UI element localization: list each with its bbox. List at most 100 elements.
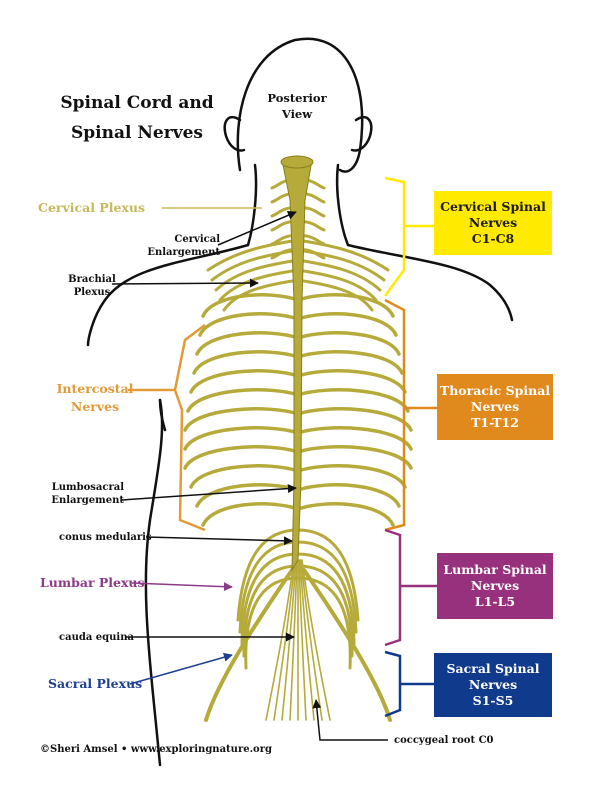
intercostal-nerve-left xyxy=(189,464,300,489)
cervical-enlargement-label: Cervical Enlargement xyxy=(120,233,220,259)
page-title: Spinal Cord and Spinal Nerves xyxy=(52,88,222,148)
right-ear xyxy=(350,115,373,152)
intercostal-nerves-label: Intercostal Nerves xyxy=(52,380,138,416)
head-outline xyxy=(236,37,364,173)
brachial-nerve-right xyxy=(296,278,374,312)
thoracic-nerves-box: Thoracic Spinal Nerves T1-T12 xyxy=(437,374,553,440)
coccygeal-root-pointer xyxy=(312,699,388,741)
thoracic-box-line-1: Thoracic Spinal xyxy=(439,383,551,398)
sacral-plexus-pointer xyxy=(129,652,233,685)
lumbar-nerve-right xyxy=(296,564,354,658)
lumbar-plexus-text: Lumbar Plexus xyxy=(40,575,145,590)
intercostal-nerve-left xyxy=(201,502,300,527)
conus-medularis-text: conus medularis xyxy=(59,532,152,543)
lumbosacral-line-2: Enlargement xyxy=(51,495,124,506)
thoracic-box-line-2: Nerves xyxy=(470,399,520,414)
lumbosacral-line-1: Lumbosacral xyxy=(51,482,124,493)
cervical-enlargement-pointer xyxy=(217,211,297,246)
left-shoulder xyxy=(86,243,250,347)
conus-medularis-label: conus medularis xyxy=(59,531,152,544)
cauda-equina-strand xyxy=(265,559,295,721)
view-line-2: View xyxy=(281,107,313,121)
cervical-box-line-3: C1-C8 xyxy=(471,231,515,246)
cauda-equina-strand xyxy=(301,559,331,721)
neck-right xyxy=(335,163,350,247)
cervical-nerves-box: Cervical Spinal Nerves C1-C8 xyxy=(434,191,552,255)
cervical-box-line-2: Nerves xyxy=(468,215,518,230)
cauda-equina-text: cauda equina xyxy=(59,632,134,643)
intercostal-nerve-left xyxy=(201,293,300,318)
copyright-footer: ©Sheri Amsel • www.exploringnature.org xyxy=(40,744,272,755)
intercostal-nerve-right xyxy=(296,464,407,489)
neck-left xyxy=(246,163,258,247)
sacral-nerves-box: Sacral Spinal Nerves S1-S5 xyxy=(434,653,552,717)
title-line-1: Spinal Cord and xyxy=(60,93,214,113)
intercostal-line-2: Nerves xyxy=(70,399,120,414)
cervical-plexus-text: Cervical Plexus xyxy=(38,200,145,215)
intercostal-nerve-left xyxy=(195,483,300,508)
lumbar-nerve-right xyxy=(296,552,356,646)
cauda-equina-strand xyxy=(298,559,307,721)
intercostal-nerve-right xyxy=(296,312,398,337)
spinal-cord-body xyxy=(281,159,313,572)
cervical-box-line-1: Cervical Spinal xyxy=(440,199,546,214)
view-line-1: Posterior xyxy=(267,91,327,105)
sacral-box-line-1: Sacral Spinal xyxy=(446,661,540,676)
thoracic-box-line-3: T1-T12 xyxy=(471,415,519,430)
brachial-plexus-line-1: Brachial xyxy=(68,274,116,285)
lumbar-box-line-2: Nerves xyxy=(470,578,520,593)
sacral-box-line-2: Nerves xyxy=(468,677,518,692)
cervical-enlargement-line-1: Cervical xyxy=(174,234,220,245)
intercostal-nerve-left xyxy=(198,312,300,337)
brachial-nerve-left xyxy=(222,278,300,312)
sacral-plexus-text: Sacral Plexus xyxy=(48,676,143,691)
cervical-enlargement-line-2: Enlargement xyxy=(147,247,220,258)
pointers xyxy=(111,207,388,741)
brachial-plexus-pointer xyxy=(111,278,259,288)
spinal-cord xyxy=(280,155,314,572)
intercostal-nerve-right xyxy=(296,331,401,356)
thoracic-bracket xyxy=(384,298,438,532)
sacral-box-line-3: S1-S5 xyxy=(472,693,514,708)
intercostal-nerve-right xyxy=(296,369,407,394)
intercostal-nerve-left xyxy=(192,350,300,375)
title-line-2: Spinal Nerves xyxy=(71,123,203,143)
body-outline xyxy=(86,37,514,767)
lumbar-bracket xyxy=(384,528,438,647)
cauda-equina-strand xyxy=(273,559,296,721)
brachial-plexus-label: Brachial Plexus xyxy=(64,273,120,299)
lumbosacral-enlargement-pointer xyxy=(121,484,297,501)
coccygeal-root-text: coccygeal root C0 xyxy=(394,735,494,746)
lumbar-box-line-1: Lumbar Spinal xyxy=(443,562,547,577)
brachial-nerve-right xyxy=(296,268,378,302)
brackets xyxy=(128,176,438,718)
brainstem-top xyxy=(280,155,314,169)
intercostal-nerve-right xyxy=(296,350,404,375)
view-label: Posterior View xyxy=(252,90,342,122)
lumbar-nerve-left xyxy=(236,528,300,622)
brachial-nerve-left xyxy=(206,238,300,272)
sacral-bracket xyxy=(384,650,434,718)
lumbosacral-enlargement-label: Lumbosacral Enlargement xyxy=(30,481,124,507)
intercostal-nerve-right xyxy=(296,388,410,413)
right-shoulder xyxy=(346,243,514,322)
intercostal-nerve-left xyxy=(195,331,300,356)
intercostal-line-1: Intercostal xyxy=(56,381,134,396)
intercostal-nerve-left xyxy=(186,388,300,413)
brachial-plexus-line-2: Plexus xyxy=(73,287,111,298)
sacral-nerve-left xyxy=(204,568,294,722)
left-arm-line xyxy=(144,398,164,767)
brachial-nerve-left xyxy=(210,248,300,282)
intercostal-nerve-right xyxy=(296,293,395,318)
intercostal-nerve-right xyxy=(296,483,401,508)
footer-text: ©Sheri Amsel • www.exploringnature.org xyxy=(40,744,272,755)
intercostal-nerve-right xyxy=(296,502,395,527)
intercostal-nerve-left xyxy=(189,369,300,394)
intercostal-nerve-left xyxy=(183,445,300,470)
lumbar-nerves-box: Lumbar Spinal Nerves L1-L5 xyxy=(437,553,553,619)
lumbar-nerve-left xyxy=(242,564,300,658)
lumbar-nerve-right xyxy=(296,540,358,634)
coccygeal-root-label: coccygeal root C0 xyxy=(394,734,494,747)
brachial-nerve-right xyxy=(296,248,386,282)
